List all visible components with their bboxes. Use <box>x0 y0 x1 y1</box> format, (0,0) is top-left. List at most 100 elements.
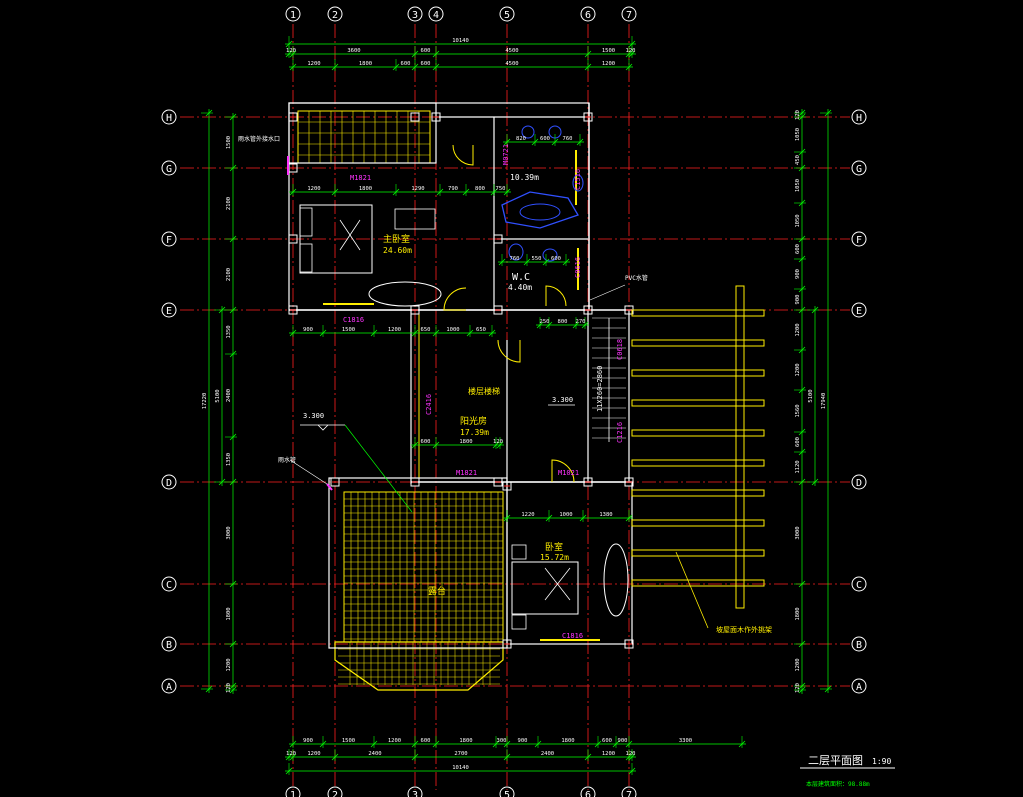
dim-slash-right-col <box>798 255 806 263</box>
dim-slash-bottom-total <box>285 767 293 775</box>
axis-bubble-bottom-1 <box>285 786 301 797</box>
door-wc <box>545 285 567 307</box>
dim-slash-right-total <box>824 109 832 117</box>
dim-value-bottom-row2-5: 1200 <box>602 751 615 757</box>
toilet-bath <box>572 174 584 192</box>
axis-bubble-label-right-H: H <box>856 113 862 124</box>
dim-value-bed-3: 790 <box>448 186 458 192</box>
dim-slash-right-col <box>798 113 806 121</box>
column-14 <box>583 477 593 487</box>
grid-axes-layer <box>180 24 850 790</box>
dim-slash-top-row1 <box>285 50 293 58</box>
dim-slash-right-col <box>798 164 806 172</box>
column-13 <box>493 477 503 487</box>
dim-slash-mid <box>466 329 474 337</box>
pergola-beam <box>631 339 765 347</box>
axis-bubble-label-bottom-5: 5 <box>504 790 510 797</box>
dim-slash-bottom-row2 <box>625 753 633 761</box>
dim-slash-top-row2 <box>289 63 297 71</box>
axis-bubble-label-top-1: 1 <box>290 10 296 21</box>
dim-value-right-col-2: 450 <box>795 155 801 165</box>
dim-value-right-col-7: 900 <box>795 295 801 305</box>
column-2 <box>431 112 441 122</box>
dim-value-right-col-5: 600 <box>795 244 801 254</box>
dim-slash-bottom-row2 <box>628 753 636 761</box>
axis-bubble-label-right-B: B <box>856 640 862 651</box>
dim-slash-bed <box>392 188 400 196</box>
dim-slash-top-row1 <box>432 50 440 58</box>
dim-value-left-mid-0: 5100 <box>215 389 221 402</box>
dim-slash-right-col <box>798 109 806 117</box>
column-10 <box>583 305 593 315</box>
dim-value-right-col-14: 1800 <box>795 607 801 620</box>
axis-bubble-right-F <box>851 231 867 247</box>
dim-slash-left-col <box>229 235 237 243</box>
dim-slash-stair <box>536 321 544 329</box>
bed-cover-bedroom2-2 <box>544 567 571 601</box>
dim-value-right-col-16: 120 <box>795 683 801 693</box>
dim-slash-bed <box>462 188 470 196</box>
column-18 <box>624 639 634 649</box>
room-area-bathroom: 10.39m <box>510 173 539 182</box>
dim-value-right-mid-0: 5100 <box>808 389 814 402</box>
dim-slash-left-col <box>229 164 237 172</box>
dim-slash-wc <box>498 258 506 266</box>
dim-slash-stair <box>581 321 589 329</box>
dim-slash-right-col <box>798 199 806 207</box>
dim-value-sun-0: 600 <box>421 439 431 445</box>
axis-bubble-bottom-2 <box>327 786 343 797</box>
dim-slash-mid <box>370 329 378 337</box>
room-name-sunroom: 阳光房 <box>460 415 487 427</box>
dim-slash-left-col <box>229 113 237 121</box>
dim-slash-bed2 <box>579 514 587 522</box>
dim-value-left-col-1: 2100 <box>226 197 232 210</box>
dim-slash-bottom-row1 <box>289 740 297 748</box>
dim-value-bath-2: 760 <box>563 136 573 142</box>
axis-bubble-top-7 <box>621 6 637 22</box>
dim-slash-top-row1 <box>411 50 419 58</box>
axis-bubble-top-1 <box>285 6 301 22</box>
room-name-wc: W.C <box>512 272 530 283</box>
axis-bubble-top-3 <box>407 6 423 22</box>
dim-slash-right-col <box>798 148 806 156</box>
tag-c1816-a: C1816 <box>343 316 364 324</box>
pergola-beam <box>631 519 765 527</box>
axis-bubble-right-E <box>851 302 867 318</box>
dim-slash-right-col <box>798 580 806 588</box>
axis-bubble-label-left-F: F <box>166 235 172 246</box>
leader-drain-right <box>589 284 626 301</box>
dim-slash-top-row2 <box>411 63 419 71</box>
axis-bubble-bottom-7 <box>621 786 637 797</box>
basin-a <box>521 125 535 139</box>
axis-bubble-left-B <box>161 636 177 652</box>
dim-value-top-row1-5: 120 <box>626 48 636 54</box>
dim-slash-right-col <box>798 686 806 694</box>
dim-slash-top-row2 <box>432 63 440 71</box>
axis-bubble-top-6 <box>580 6 596 22</box>
axis-bubble-bottom-6 <box>580 786 596 797</box>
dim-value-top-row1-3: 4500 <box>505 48 518 54</box>
dim-value-mid-4: 1000 <box>446 327 459 333</box>
tag-m1821-a: M1821 <box>350 174 371 182</box>
dim-value-stair-2: 270 <box>576 319 586 325</box>
dim-value-left-col-4: 2400 <box>226 389 232 402</box>
dim-value-top-row2-5: 1200 <box>602 61 615 67</box>
dim-value-bottom-row2-2: 2400 <box>368 751 381 757</box>
level-marker-a-tri <box>317 424 329 431</box>
dim-value-left-col-0: 1500 <box>226 136 232 149</box>
dim-slash-bottom-row1 <box>612 740 620 748</box>
dim-slash-left-col <box>229 478 237 486</box>
dim-slash-bed2 <box>625 514 633 522</box>
labels-layer: 主卧室 24.60m 10.39m W.C 4.40m 阳光房 17.39m 卧… <box>238 135 891 788</box>
dim-slash-bottom-row1 <box>432 740 440 748</box>
dim-value-bottom-row1-8: 600 <box>602 738 612 744</box>
dim-value-bottom-row1-9: 900 <box>618 738 628 744</box>
dim-slash-bed <box>331 188 339 196</box>
dim-value-top-row2-3: 600 <box>421 61 431 67</box>
dim-value-bed2-2: 1380 <box>599 512 612 518</box>
dim-slash-bottom-row1 <box>411 740 419 748</box>
dim-slash-top-row1 <box>289 50 297 58</box>
dim-value-bottom-row2-4: 2400 <box>541 751 554 757</box>
